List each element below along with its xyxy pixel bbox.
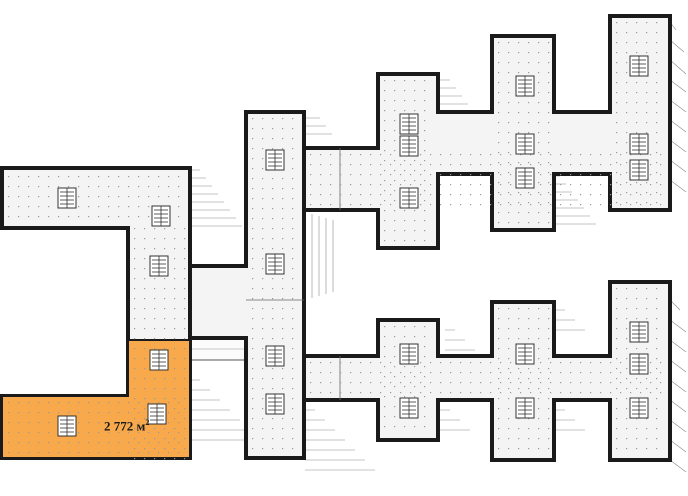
upper-right-wing xyxy=(302,14,672,250)
lower-right-wing xyxy=(302,280,672,462)
central-spine xyxy=(188,110,306,460)
area-unit-power: 2 xyxy=(145,418,150,427)
area-unit: м xyxy=(136,418,146,434)
stair-cores xyxy=(57,55,649,437)
area-value: 2 772 xyxy=(104,418,134,434)
unit-area-label: 2 772 м2 xyxy=(104,418,149,434)
